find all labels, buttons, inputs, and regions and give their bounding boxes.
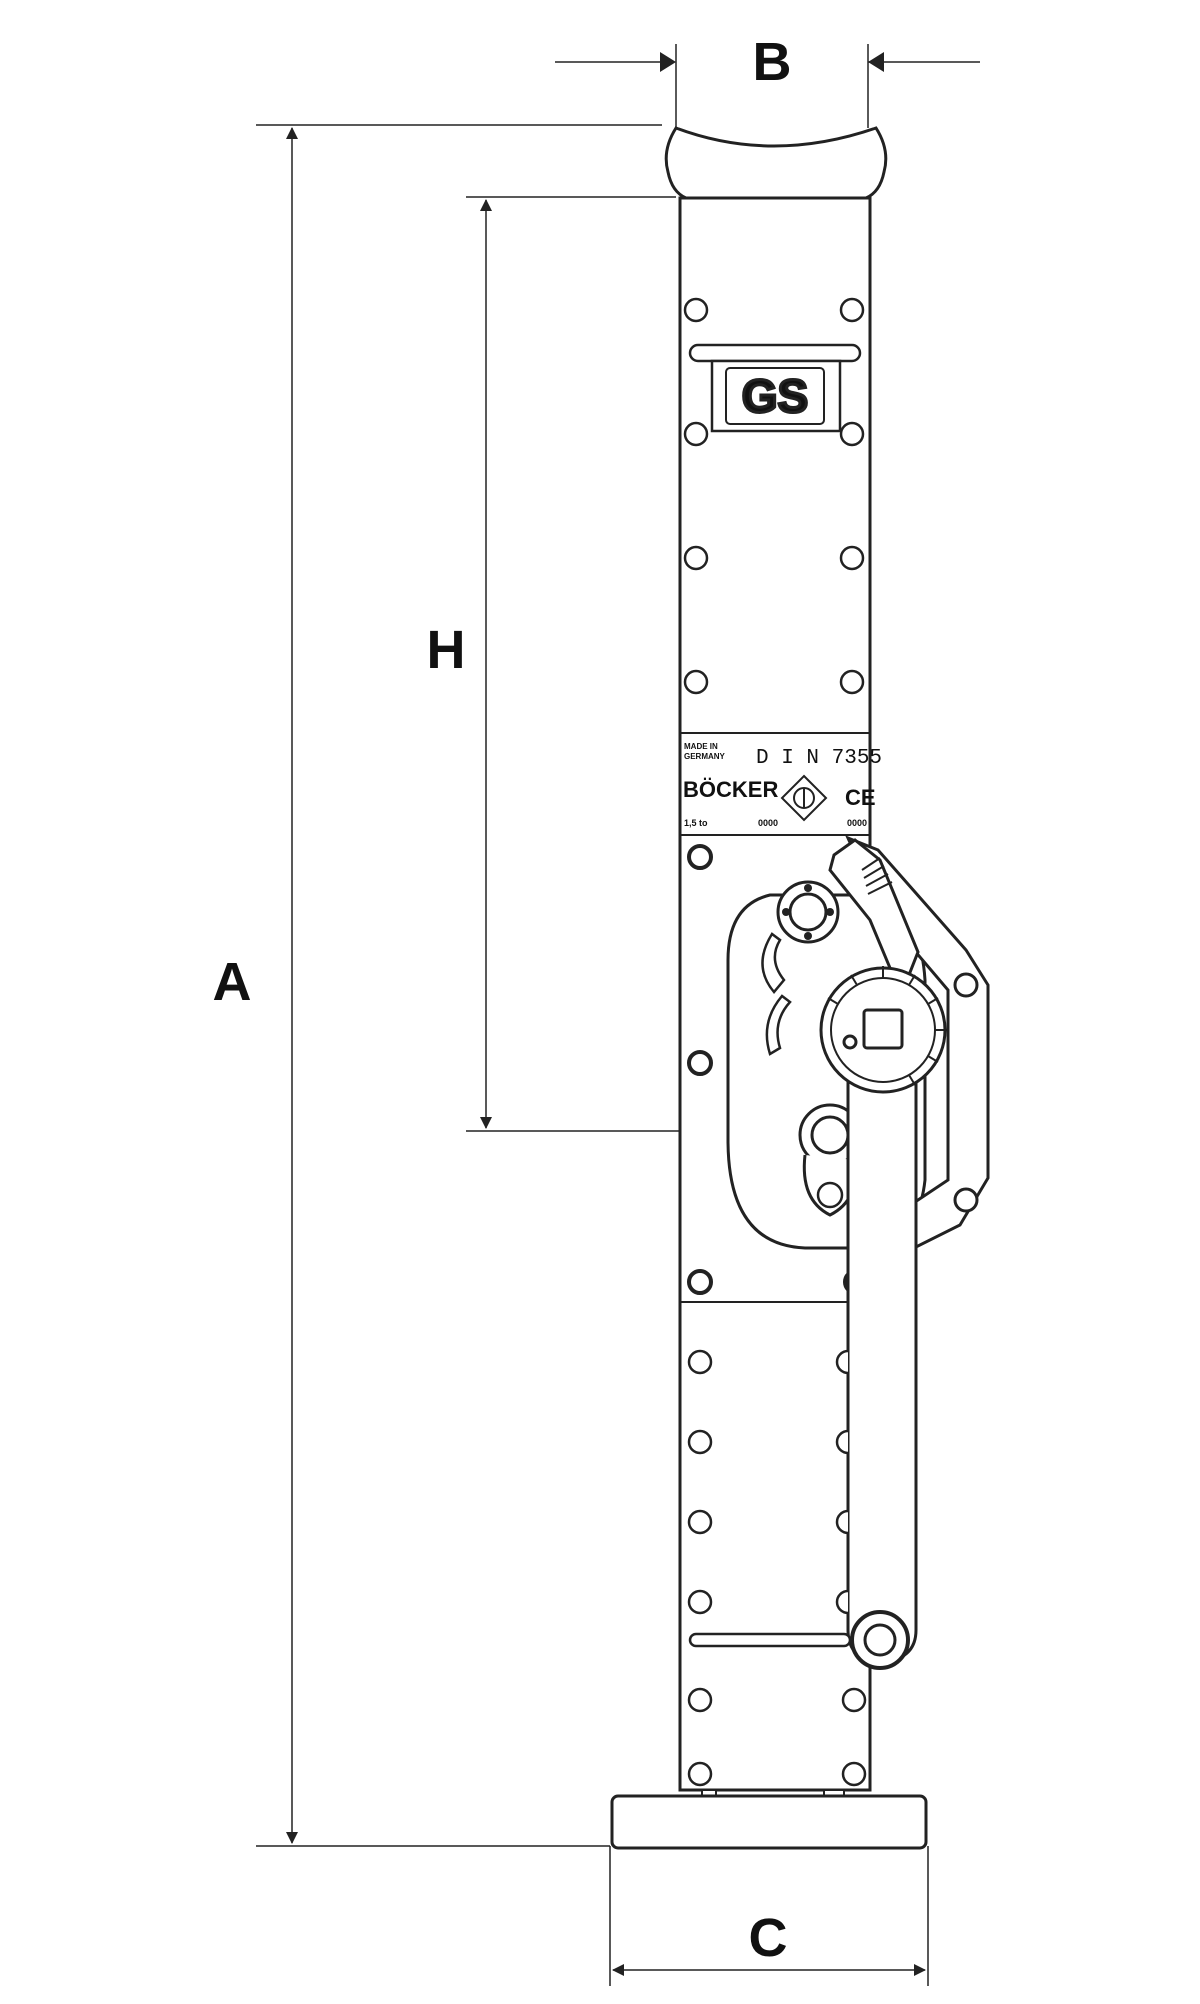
upper-holes <box>683 297 865 695</box>
plate-logo-icon <box>780 774 828 822</box>
plate-germany: GERMANY <box>684 752 726 761</box>
dimension-c-label: C <box>749 1908 788 1968</box>
hole <box>687 844 713 870</box>
hole <box>687 1429 713 1455</box>
saddle-shape <box>664 126 888 200</box>
name-plate: MADE IN GERMANY D I N 7355 BÖCKER CE 1,5… <box>683 742 882 828</box>
dimension-a: A <box>213 124 662 1847</box>
partial-holes <box>835 1349 849 1615</box>
hole <box>839 545 865 571</box>
gs-mark: GS <box>742 370 808 422</box>
plate-made-in: MADE IN <box>684 742 718 751</box>
dimension-b-label: B <box>753 32 792 92</box>
crank-rest-slot <box>688 1632 852 1648</box>
hole <box>839 669 865 695</box>
hole <box>687 1349 713 1375</box>
hole <box>835 1509 849 1535</box>
hole <box>687 1761 713 1787</box>
dimension-c: C <box>609 1846 929 1986</box>
hole <box>687 1687 713 1713</box>
hole <box>839 421 865 447</box>
dimension-h: H <box>427 196 800 1132</box>
hole <box>835 1349 849 1375</box>
dimension-h-label: H <box>427 620 466 680</box>
hole <box>841 1761 867 1787</box>
hole <box>835 1589 849 1615</box>
crank-arm[interactable] <box>846 1038 918 1664</box>
hole <box>683 669 709 695</box>
square-drive-socket <box>862 1008 904 1050</box>
hole <box>683 421 709 447</box>
dimension-b-right-arrowhead <box>868 52 884 72</box>
plate-serial-left: 0000 <box>758 818 778 828</box>
hole <box>687 1050 713 1076</box>
base-foot <box>610 1794 928 1850</box>
housing-bolt-bottom <box>953 1187 979 1213</box>
hole <box>687 1509 713 1535</box>
housing-kite-plate <box>845 835 990 1253</box>
hole <box>841 1687 867 1713</box>
gs-badge-inner <box>725 367 825 425</box>
plate-capacity: 1,5 to <box>684 818 708 828</box>
jack-saddle <box>664 126 888 200</box>
pinion-gear-icon <box>776 880 840 944</box>
lower-boss-bolt <box>816 1181 844 1209</box>
gs-badge-slot <box>688 343 862 363</box>
housing-bolt-top <box>953 972 979 998</box>
hole <box>839 297 865 323</box>
crank-handle[interactable] <box>819 966 947 1670</box>
plate-serial-right: 0000 <box>847 818 867 828</box>
hole <box>683 545 709 571</box>
pawl-spring-icon <box>861 857 893 895</box>
ratchet-hook-lower <box>765 994 792 1056</box>
lower-holes <box>687 1349 867 1787</box>
gs-badge: GS <box>688 343 862 433</box>
hole <box>683 297 709 323</box>
jack-base <box>610 1794 928 1850</box>
dimension-a-label: A <box>213 952 252 1012</box>
hole <box>687 1589 713 1615</box>
ratchet-hook-upper <box>761 932 786 994</box>
hole <box>835 1429 849 1455</box>
drive-gear-icon <box>819 966 947 1094</box>
plate-standard: D I N 7355 <box>756 747 882 770</box>
lower-boss-inner <box>810 1115 850 1155</box>
hole <box>687 1269 713 1295</box>
drive-pin <box>842 1034 858 1050</box>
plate-brand: BÖCKER <box>683 777 778 802</box>
plate-ce-mark: CE <box>845 785 876 810</box>
crank-knob-center <box>863 1623 897 1657</box>
dimension-b-left-arrowhead <box>660 52 676 72</box>
dimension-b: B <box>555 32 980 128</box>
